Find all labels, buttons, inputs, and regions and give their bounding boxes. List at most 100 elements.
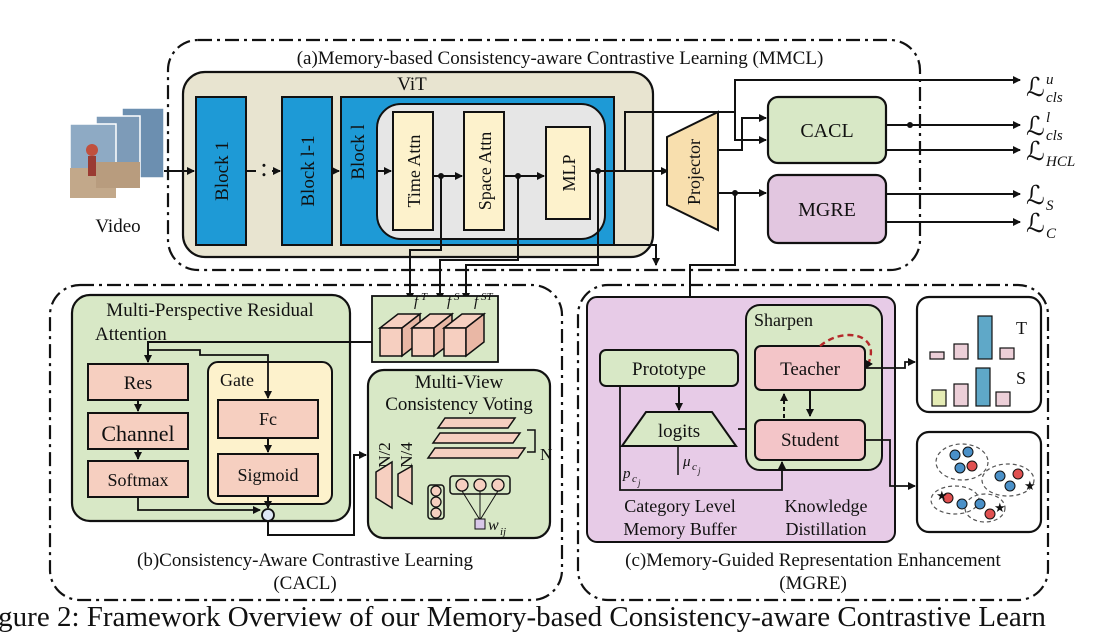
mlp-box <box>545 126 591 220</box>
cacl-box <box>766 95 888 165</box>
fc-box <box>217 399 319 439</box>
p-cj-label: p c j <box>622 466 641 488</box>
svg-text:S: S <box>454 291 460 303</box>
vote-layer-2 <box>431 432 522 444</box>
softmax-label: Softmax <box>108 470 169 490</box>
res-label: Res <box>124 373 153 394</box>
histogram-teacher <box>929 315 1015 360</box>
loss-hcl: ℒ HCL <box>1026 137 1075 170</box>
gate-label: Gate <box>220 370 254 390</box>
channel-label: Channel <box>101 421 174 446</box>
kd-1: Knowledge <box>785 496 868 516</box>
res-box <box>87 363 189 401</box>
vote-layer-1 <box>436 417 517 429</box>
hist-S-label: S <box>1016 368 1026 388</box>
prototype-box <box>599 349 739 387</box>
mpra-title-2: Attention <box>95 324 167 345</box>
mu-cj-label: μ c j <box>682 454 701 476</box>
svg-text:C: C <box>1046 226 1057 242</box>
vote-network <box>427 475 511 530</box>
mgre-title-2: (MGRE) <box>779 573 847 594</box>
video-frames <box>69 107 165 199</box>
svg-text:★: ★ <box>994 500 1006 515</box>
vote-layer-3 <box>426 447 527 459</box>
projector-box <box>666 110 719 232</box>
wij-label: w <box>488 517 499 534</box>
prototype-label: Prototype <box>632 359 706 380</box>
svg-text:ℒ: ℒ <box>1026 112 1045 141</box>
block-1-label: Block 1 <box>212 141 233 201</box>
channel-box <box>87 412 189 450</box>
cacl-panel <box>48 283 564 602</box>
svg-text:HCL: HCL <box>1045 154 1075 170</box>
svg-text:★: ★ <box>936 488 948 503</box>
student-label: Student <box>781 430 840 451</box>
svg-text:l: l <box>1046 110 1050 126</box>
svg-text:c: c <box>692 461 697 473</box>
block-l-minus-1 <box>281 96 333 246</box>
cluster-box <box>915 430 1043 534</box>
time-attn-box <box>392 111 434 231</box>
n-label: N <box>540 445 552 464</box>
svg-text:ℒ: ℒ <box>1026 181 1045 210</box>
loss-cls-l: ℒ l cls <box>1026 110 1063 144</box>
svg-text:ℒ: ℒ <box>1026 209 1045 238</box>
svg-text:f: f <box>414 294 420 310</box>
cacl-title-2: (CACL) <box>273 573 336 594</box>
svg-text:cls: cls <box>1046 90 1063 106</box>
time-attn-label: Time Attn <box>404 135 424 208</box>
multiply-node <box>261 508 275 522</box>
block-l-minus-1-label: Block l-1 <box>298 135 319 206</box>
svg-text:f: f <box>447 294 453 310</box>
mmcl-title: (a)Memory-based Consistency-aware Contra… <box>297 48 824 69</box>
sharpen-label: Sharpen <box>754 310 813 330</box>
arrow-proj-cacl-1 <box>718 114 767 151</box>
svg-text:c: c <box>632 473 637 485</box>
logits-label: logits <box>658 421 700 442</box>
mpra-title-1: Multi-Perspective Residual <box>106 300 313 321</box>
teacher-label: Teacher <box>780 359 841 380</box>
svg-text:j: j <box>637 478 641 488</box>
fc-label: Fc <box>259 409 277 429</box>
mgre-box <box>766 173 888 245</box>
histogram-student <box>931 367 1011 407</box>
arrow-features-mpra <box>144 341 372 363</box>
sharpen-loop <box>819 333 873 369</box>
hist-T-label: T <box>1016 318 1027 338</box>
vit-label: ViT <box>397 74 427 95</box>
svg-text:u: u <box>1046 72 1054 88</box>
mmcl-panel <box>166 38 922 272</box>
cacl-label: CACL <box>800 120 853 142</box>
svg-text:S: S <box>1046 198 1054 214</box>
figure-caption: Figure 2: Framework Overview of our Memo… <box>0 601 1046 633</box>
arrow-space-fS <box>436 176 519 301</box>
arrow-mlp-right <box>597 171 660 266</box>
kd-2: Distillation <box>786 519 867 539</box>
n4-label: N/4 <box>397 442 416 468</box>
svg-text:f: f <box>474 294 480 310</box>
svg-text:p: p <box>622 466 631 482</box>
svg-text:★: ★ <box>1024 478 1036 493</box>
svg-text:μ: μ <box>682 454 691 470</box>
svg-text:ℒ: ℒ <box>1026 73 1045 102</box>
svg-text:cls: cls <box>1046 128 1063 144</box>
svg-text:j: j <box>697 466 701 476</box>
video-label: Video <box>95 216 140 237</box>
loss-c: ℒ C <box>1026 209 1057 242</box>
cacl-title: (b)Consistency-Aware Contrastive Learnin… <box>137 550 473 571</box>
block-dots: : <box>260 153 267 182</box>
projector-label: Projector <box>684 139 704 205</box>
block-l-label: Block l <box>348 124 369 179</box>
svg-text:T: T <box>421 291 428 303</box>
cluster-visualization: ★ ★ ★ <box>930 443 1036 523</box>
mgre-label: MGRE <box>798 199 856 221</box>
mgre-title: (c)Memory-Guided Representation Enhancem… <box>625 550 1001 571</box>
n2-label: N/2 <box>375 442 394 468</box>
memory-buffer-1: Category Level <box>624 496 735 516</box>
svg-text:ST: ST <box>481 291 494 303</box>
feature-cubes <box>377 312 487 358</box>
svg-text:ℒ: ℒ <box>1026 137 1045 166</box>
feature-labels: f T f S f ST <box>414 291 494 310</box>
mvcv-title-1: Multi-View <box>415 372 504 393</box>
